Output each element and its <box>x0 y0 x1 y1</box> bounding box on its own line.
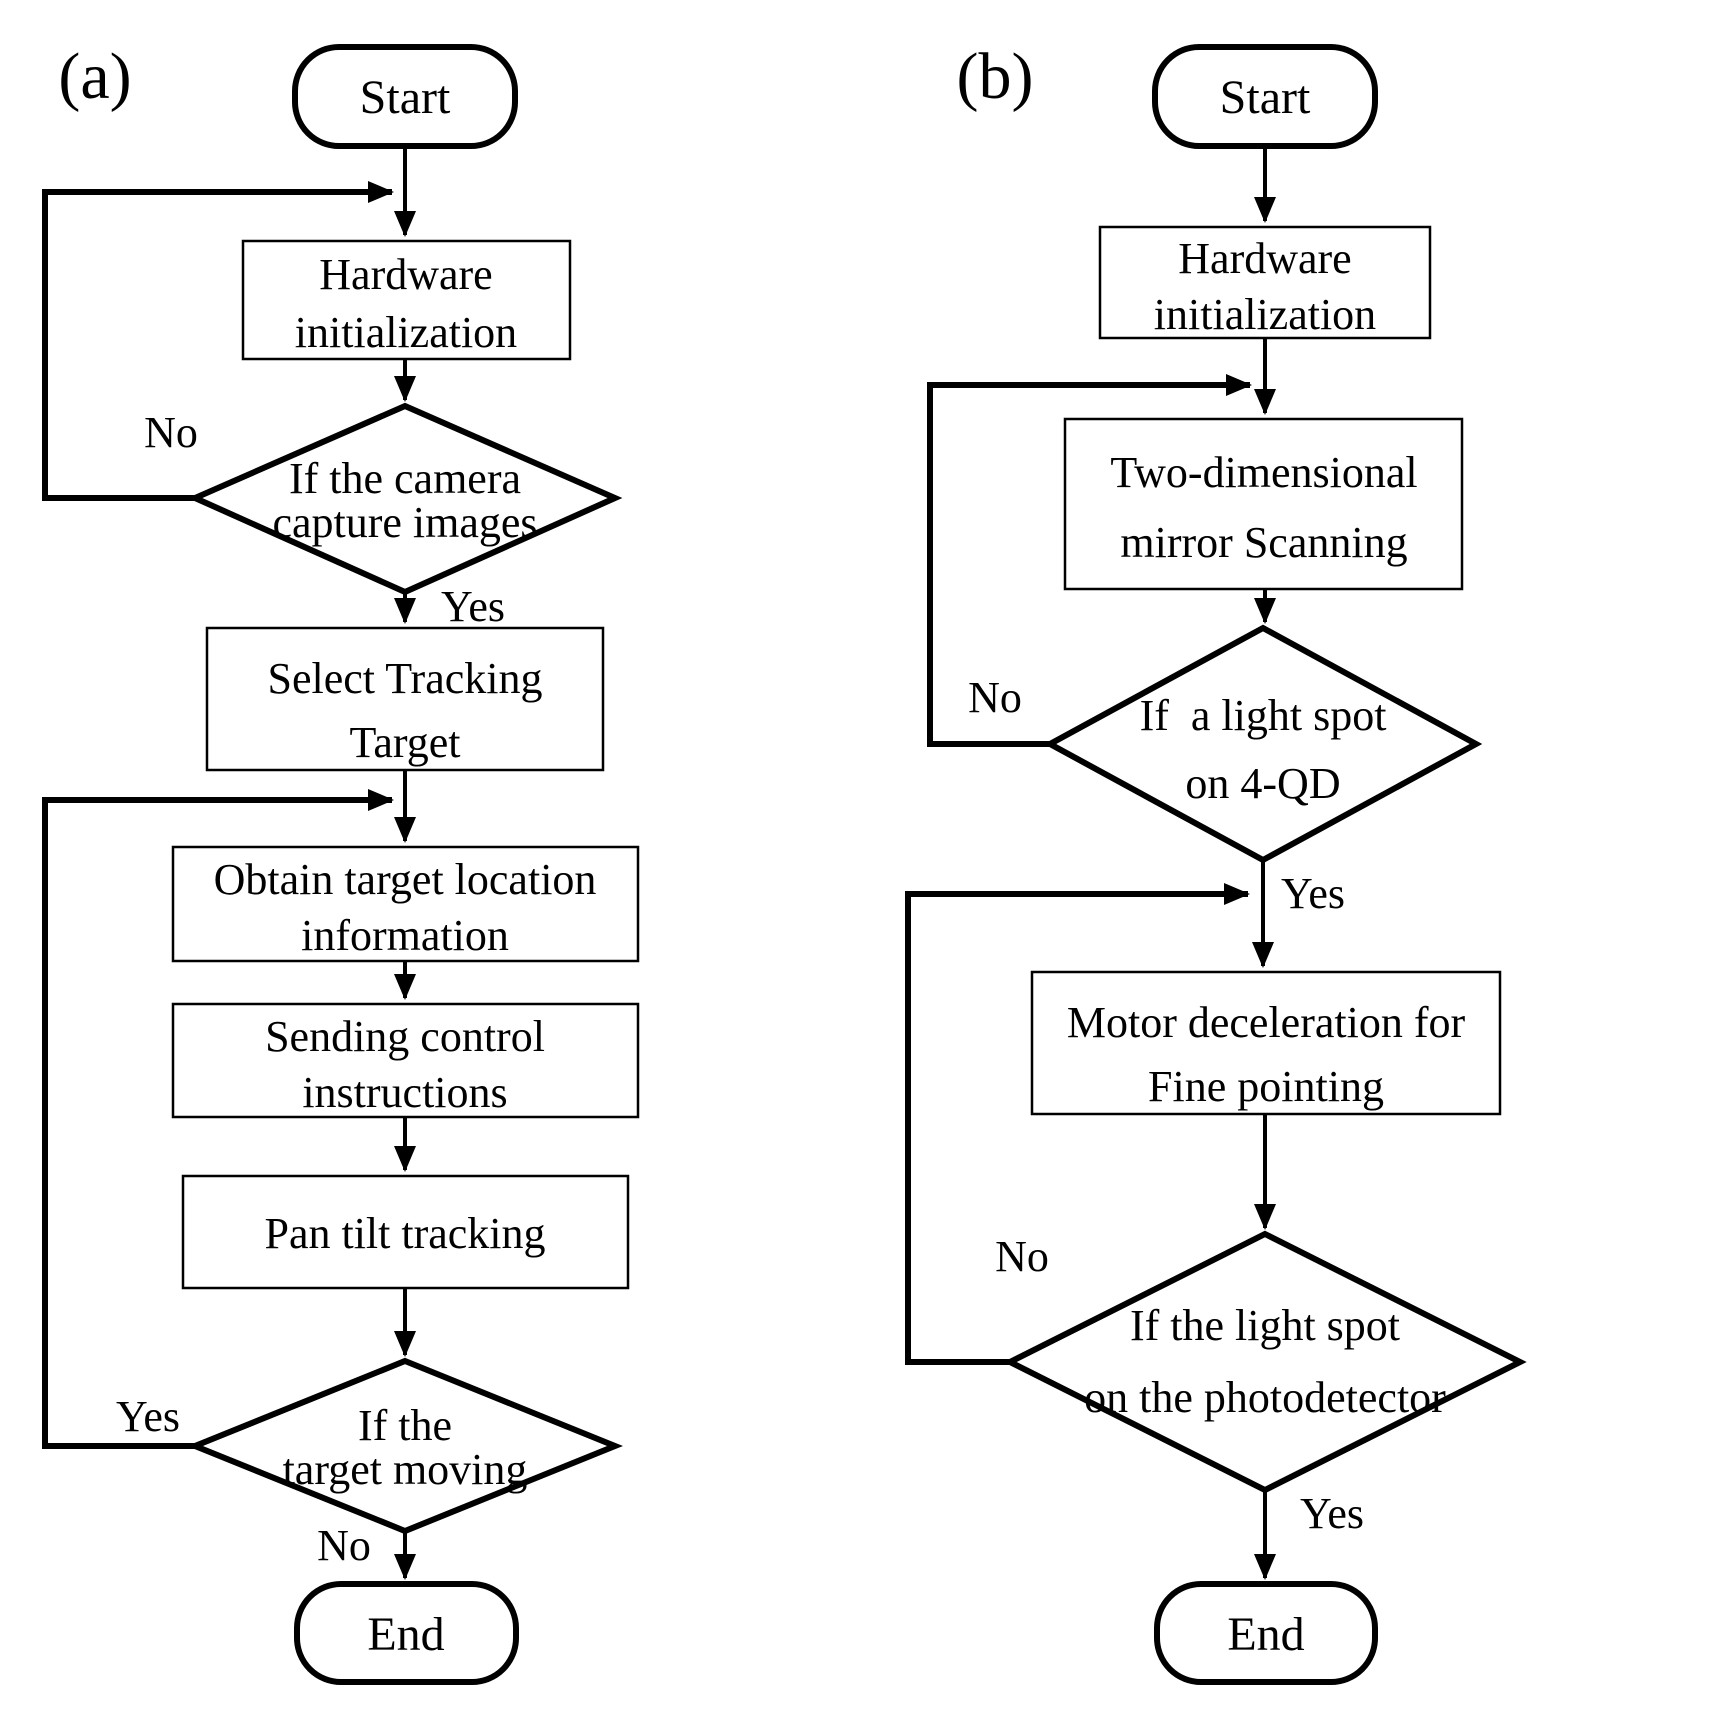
panel-a-label: (a) <box>58 40 131 113</box>
node-b-start <box>1152 44 1378 149</box>
panel-b-label: (b) <box>957 40 1034 113</box>
node-b-photo-decision <box>1003 1230 1527 1494</box>
label-a-moving-yes: Yes <box>116 1392 180 1441</box>
node-a-hardware-init <box>241 239 572 361</box>
node-a-pan-tilt-label: Pan tilt tracking <box>264 1209 545 1258</box>
edge-b-photo-no-loop <box>905 883 1250 1365</box>
node-a-sending-line2: instructions <box>302 1068 507 1117</box>
node-b-qd-decision <box>1043 624 1483 864</box>
node-a-select-target <box>205 626 605 772</box>
node-b-end-label: End <box>1227 1608 1304 1661</box>
label-a-moving-no: No <box>317 1521 371 1570</box>
label-b-qd-no: No <box>968 673 1022 722</box>
label-a-camera-no: No <box>144 408 198 457</box>
node-a-hardware-line2: initialization <box>295 308 517 357</box>
node-a-sending-line1: Sending control <box>265 1012 545 1061</box>
node-a-obtain-location <box>171 845 640 963</box>
node-a-moving-line1: If the <box>358 1401 452 1450</box>
node-a-camera-decision-line1: If the camera <box>289 454 521 503</box>
node-a-obtain-line1: Obtain target location <box>214 855 597 904</box>
node-a-obtain-line2: information <box>301 911 509 960</box>
node-b-qd-line2: on 4-QD <box>1185 759 1340 808</box>
edge-a-yes-loop <box>42 789 394 1449</box>
node-a-hardware-line1: Hardware <box>319 250 492 299</box>
node-a-end <box>294 1581 519 1685</box>
edge-b-qd-no-loop <box>927 374 1252 747</box>
node-b-scanning-line2: mirror Scanning <box>1120 518 1407 567</box>
node-b-photo-line2: on the photodetector <box>1084 1373 1446 1422</box>
node-a-camera-decision-line2: capture images <box>272 498 537 547</box>
node-b-hardware-line2: initialization <box>1154 290 1376 339</box>
label-b-qd-yes: Yes <box>1281 869 1345 918</box>
node-a-sending-instructions <box>171 1002 640 1119</box>
node-b-scanning-line1: Two-dimensional <box>1110 448 1417 497</box>
label-b-photo-yes: Yes <box>1300 1489 1364 1538</box>
node-b-motor-line2: Fine pointing <box>1148 1062 1384 1111</box>
node-a-end-label: End <box>367 1608 444 1661</box>
node-a-moving-line2: target moving <box>283 1445 528 1494</box>
node-a-moving-decision <box>187 1357 623 1535</box>
node-b-hardware-line1: Hardware <box>1178 234 1351 283</box>
node-b-motor-line1: Motor deceleration for <box>1067 998 1466 1047</box>
node-a-select-line2: Target <box>350 718 461 767</box>
label-b-photo-no: No <box>995 1232 1049 1281</box>
label-a-camera-yes: Yes <box>441 582 505 631</box>
node-b-hardware-init <box>1098 225 1432 340</box>
edge-a-no-loop <box>42 181 394 501</box>
node-a-select-line1: Select Tracking <box>268 654 543 703</box>
node-b-end <box>1154 1581 1378 1685</box>
node-a-pan-tilt <box>181 1174 630 1290</box>
node-b-motor-deceleration <box>1030 970 1502 1116</box>
node-a-start <box>292 44 518 149</box>
node-a-start-label: Start <box>360 71 451 124</box>
node-a-camera-decision <box>187 402 623 596</box>
node-b-mirror-scanning <box>1063 417 1464 591</box>
node-b-photo-line1: If the light spot <box>1130 1301 1400 1350</box>
node-b-qd-line1: If a light spot <box>1140 691 1387 740</box>
node-b-start-label: Start <box>1220 71 1311 124</box>
